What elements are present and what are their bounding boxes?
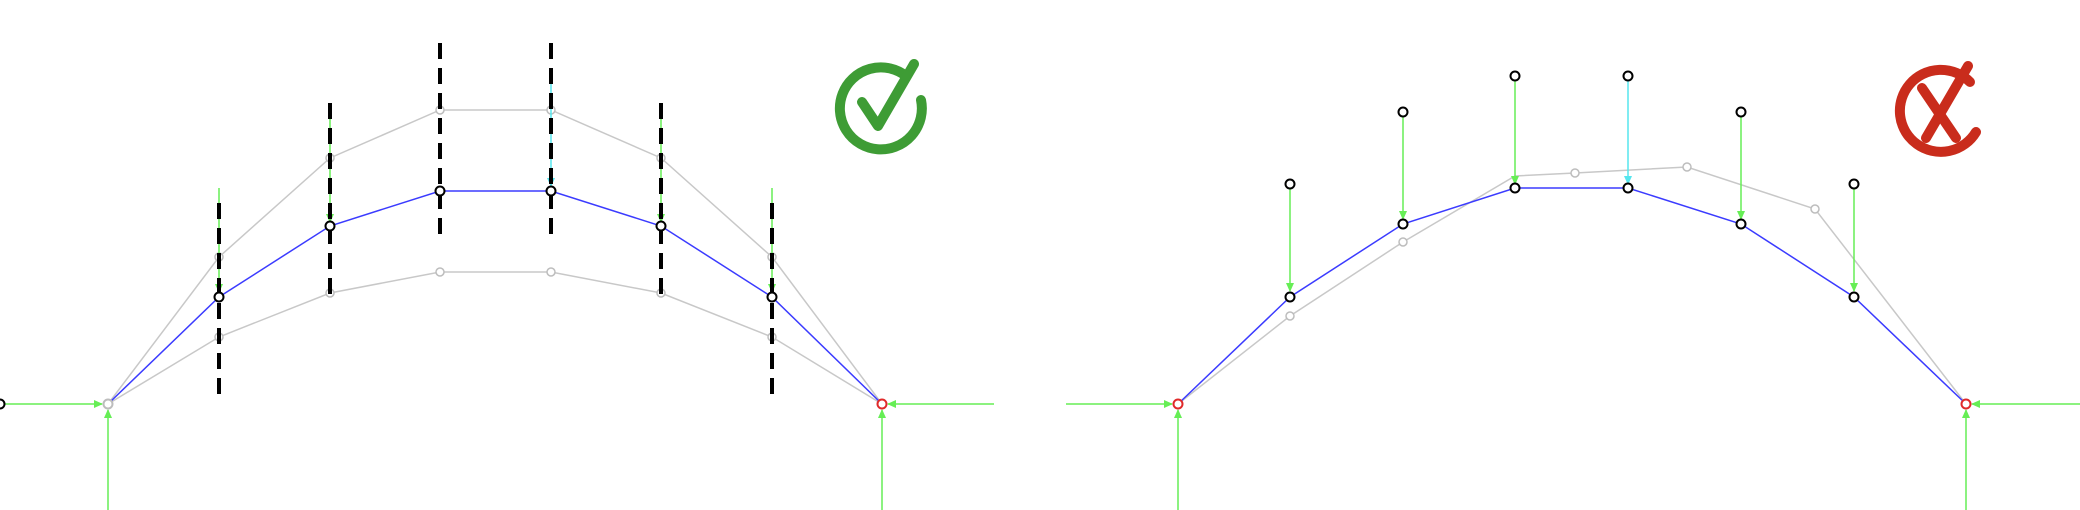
left-panel [0, 43, 994, 510]
support-node-right [1960, 398, 1972, 410]
guide-polyline [1177, 166, 1967, 405]
node [324, 220, 336, 232]
node [1284, 178, 1296, 190]
right-panel [1066, 61, 2080, 510]
node [1397, 106, 1409, 118]
node [1509, 182, 1521, 194]
guide-node [1682, 162, 1692, 172]
cross-circle-icon [1894, 61, 1981, 157]
checkmark-circle-icon [834, 59, 927, 155]
equilibrium-polyline [107, 190, 883, 405]
node [655, 220, 667, 232]
support-node-left [1172, 398, 1184, 410]
support-node-left [102, 398, 114, 410]
equilibrium-polyline [1177, 187, 1967, 405]
node [434, 185, 446, 197]
node [1284, 291, 1296, 303]
load-arrows [215, 118, 776, 293]
guide-node [546, 267, 556, 277]
node [1509, 70, 1521, 82]
equilibrium-nodes [1284, 182, 1860, 303]
node [1848, 291, 1860, 303]
dashed-lines [217, 43, 774, 398]
support-node-right [876, 398, 888, 410]
node [1735, 218, 1747, 230]
lower-guide-polyline [107, 271, 883, 405]
node [1848, 178, 1860, 190]
edge-node [0, 398, 6, 410]
support-reactions [0, 400, 994, 510]
node [1622, 70, 1634, 82]
guide-nodes [1285, 162, 1820, 321]
node [213, 291, 225, 303]
node [1622, 182, 1634, 194]
upper-guide-polyline [107, 109, 883, 405]
guide-node [1285, 311, 1295, 321]
support-reactions [1066, 400, 2080, 510]
load-origin-nodes [1284, 70, 1860, 190]
node [766, 291, 778, 303]
equilibrium-nodes [213, 185, 778, 303]
guide-node [1398, 237, 1408, 247]
node [545, 185, 557, 197]
node [1397, 218, 1409, 230]
guide-node [435, 267, 445, 277]
guide-node [1810, 204, 1820, 214]
guide-node [1570, 168, 1580, 178]
load-arrows [1286, 76, 1858, 292]
node [1735, 106, 1747, 118]
